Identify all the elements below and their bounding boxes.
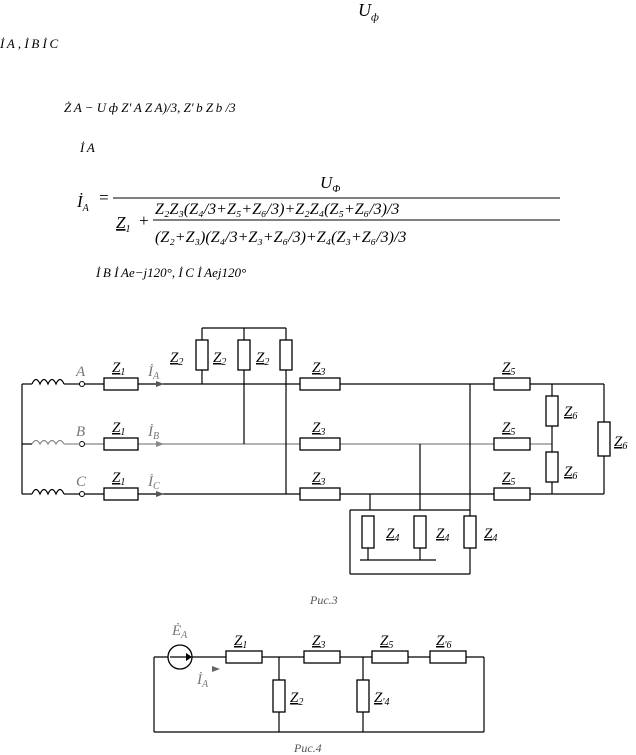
source-coil-a-icon xyxy=(31,378,65,386)
z3-resistor-b xyxy=(299,437,341,451)
figure-3-circuit: A B C Z1 Z1 Z1 İA İB İC Z2 Z2 Z2 Z3 Z3 Z… xyxy=(21,327,627,607)
z4-resistor-2 xyxy=(413,515,427,549)
fig4-z1-resistor xyxy=(225,650,263,664)
source-coil-b-icon xyxy=(31,439,65,446)
svg-text:Z5: Z5 xyxy=(502,470,515,488)
svg-text:Z4: Z4 xyxy=(386,526,399,544)
formula-lhs: İA xyxy=(76,192,90,214)
z5-resistor-b xyxy=(493,437,531,451)
svg-text:Z1: Z1 xyxy=(112,420,125,438)
phase-a-label: A xyxy=(75,364,86,380)
z6-resistor-1 xyxy=(545,395,559,427)
z3-resistor-a xyxy=(299,377,341,391)
z5-resistor-a xyxy=(493,377,531,391)
svg-text:Z5: Z5 xyxy=(502,360,515,378)
source-coil-c-icon xyxy=(31,488,65,496)
z3-resistor-c xyxy=(299,487,341,501)
svg-text:Z3: Z3 xyxy=(312,470,325,488)
current-a-label: İ A xyxy=(80,140,95,155)
svg-text:Z3: Z3 xyxy=(312,633,325,651)
svg-text:Z6: Z6 xyxy=(564,464,577,482)
top-fragment: Uф xyxy=(358,0,379,24)
figure-4-caption: Рис.4 xyxy=(293,741,322,755)
formula-equals: = xyxy=(98,188,109,207)
svg-text:Z6: Z6 xyxy=(614,434,627,452)
svg-text:Z5: Z5 xyxy=(380,633,393,651)
z5-resistor-c xyxy=(493,487,531,501)
figure-4-circuit: ĖA İA Z1 Z3 Z5 Z'6 Z2 Z'4 Рис.4 xyxy=(153,623,485,755)
svg-text:Z3: Z3 xyxy=(312,420,325,438)
source-label: ĖA xyxy=(171,623,188,641)
equivalent-impedance-line: Ż A − U ф Z' A Z A)/3, Z' b Z b /3 xyxy=(64,100,236,115)
svg-text:Z'6: Z'6 xyxy=(436,633,451,651)
currents-fragment: İ A , İ B İ C xyxy=(0,36,59,51)
svg-text:Z4: Z4 xyxy=(436,526,449,544)
current-c-arrow-label: İC xyxy=(147,474,160,492)
fig4-current-label: İA xyxy=(196,672,209,690)
phase-b-label: B xyxy=(76,424,85,440)
svg-text:Z2: Z2 xyxy=(290,690,303,708)
z1-resistor-c xyxy=(103,487,139,501)
phase-c-label: C xyxy=(76,474,87,490)
svg-text:Z1: Z1 xyxy=(112,470,125,488)
z1-resistor-a xyxy=(103,377,139,391)
formula-inner-denominator: (Z₂+Z₃)(Z₄/3+Z₃+Z₆/3)+Z₄(Z₃+Z₆/3)/3 xyxy=(155,229,406,246)
formula-z1: Z1 xyxy=(116,213,130,235)
fig4-z2-resistor xyxy=(272,679,286,713)
z6-resistor-3 xyxy=(597,421,611,457)
svg-text:Z'4: Z'4 xyxy=(374,690,389,708)
figure-3-caption: Рис.3 xyxy=(309,593,338,607)
formula-numerator: UФ xyxy=(320,173,340,195)
arrow-a-icon xyxy=(156,381,164,387)
fig4-z5-resistor xyxy=(371,650,409,664)
phase-shift-line: İ B İ Ae−j120°, İ C İ Aej120° xyxy=(96,265,247,280)
formula-plus: + xyxy=(138,211,149,230)
svg-text:Z2: Z2 xyxy=(170,350,183,368)
z2-resistor-1 xyxy=(195,339,209,371)
z4-resistor-3 xyxy=(463,515,477,549)
formula-inner-numerator: Z₂Z₃(Z₄/3+Z₅+Z₆/3)+Z₂Z₄(Z₅+Z₆/3)/3 xyxy=(155,201,399,218)
fig4-z3-resistor xyxy=(303,650,341,664)
svg-text:Z1: Z1 xyxy=(234,633,247,651)
svg-text:Z1: Z1 xyxy=(112,360,125,378)
z2-resistor-2 xyxy=(237,339,251,371)
current-b-arrow-label: İB xyxy=(147,424,159,442)
z6-resistor-2 xyxy=(545,451,559,483)
z4-resistor-1 xyxy=(361,515,375,549)
current-a-arrow-label: İA xyxy=(147,364,160,382)
fig4-z4p-resistor xyxy=(356,679,370,713)
svg-text:Z6: Z6 xyxy=(564,404,577,422)
svg-text:Z2: Z2 xyxy=(213,350,226,368)
z2-resistor-3 xyxy=(279,339,293,371)
svg-text:Z5: Z5 xyxy=(502,420,515,438)
fig4-z6p-resistor xyxy=(429,650,467,664)
arrow-b-icon xyxy=(156,441,164,447)
arrow-c-icon xyxy=(156,491,164,497)
svg-text:Z2: Z2 xyxy=(256,350,269,368)
current-formula: İA = UФ Z1 + Z₂Z₃(Z₄/3+Z₅+Z₆/3)+Z₂Z₄(Z₅+… xyxy=(76,173,560,246)
z1-resistor-b xyxy=(103,437,139,451)
svg-text:Z4: Z4 xyxy=(484,526,497,544)
svg-text:Z3: Z3 xyxy=(312,360,325,378)
